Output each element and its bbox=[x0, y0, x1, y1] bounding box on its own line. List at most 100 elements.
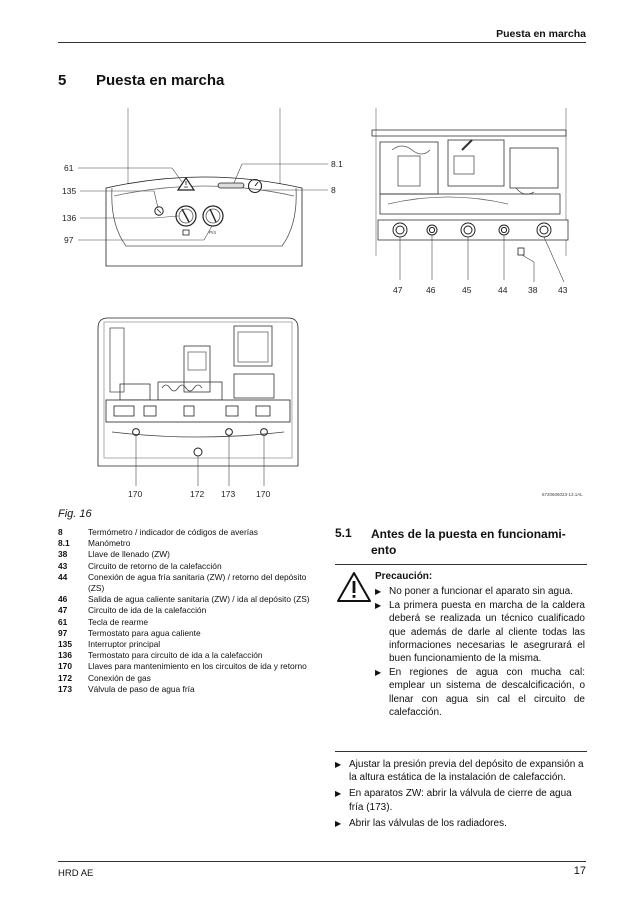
legend-item: 47 Circuito de ida de la calefacción bbox=[58, 605, 320, 616]
manometer-icon bbox=[217, 182, 245, 189]
triangle-right-icon: ▶ bbox=[335, 818, 342, 828]
legend-item: 8 Termómetro / indicador de códigos de av… bbox=[58, 527, 320, 538]
legend-num: 61 bbox=[58, 616, 68, 627]
legend-num: 136 bbox=[58, 650, 72, 661]
legend-num: 135 bbox=[58, 639, 72, 650]
connections-drawing: 47 46 45 44 38 43 bbox=[371, 108, 569, 295]
legend-num: 97 bbox=[58, 627, 68, 638]
caution-item-text: No poner a funcionar el aparato sin agua… bbox=[389, 586, 574, 597]
legend-item: 38 Llave de llenado (ZW) bbox=[58, 549, 320, 560]
figure-legend: 8 Termómetro / indicador de códigos de av… bbox=[58, 527, 320, 695]
interior-drawing: 170 172 173 170 bbox=[97, 317, 299, 499]
callout-47: 47 bbox=[393, 285, 403, 295]
callout-170-right: 170 bbox=[256, 489, 270, 499]
step-text: En aparatos ZW: abrir la válvula de cier… bbox=[349, 788, 572, 813]
thermometer-icon bbox=[247, 178, 263, 194]
subsection-number: 5.1 bbox=[335, 526, 352, 540]
legend-text: Termómetro / indicador de códigos de ave… bbox=[88, 527, 258, 537]
legend-item: 61 Tecla de rearme bbox=[58, 617, 320, 628]
boiler-illustration: P/4 61 135 136 97 8.1 8 bbox=[62, 108, 583, 499]
legend-text: Tecla de rearme bbox=[88, 616, 149, 627]
triangle-right-icon: ▶ bbox=[335, 760, 342, 769]
callout-136: 136 bbox=[62, 213, 76, 223]
legend-num: 8 bbox=[58, 527, 63, 537]
legend-num: 170 bbox=[58, 661, 72, 672]
caution-item: ▶ En regiones de agua con mucha cal: empl… bbox=[375, 666, 585, 719]
legend-text: Llaves para mantenimiento en los circuit… bbox=[88, 661, 307, 672]
legend-item: 46 Salida de agua caliente sanitaria (ZW)… bbox=[58, 594, 320, 605]
callout-43: 43 bbox=[558, 285, 568, 295]
triangle-right-icon: ▶ bbox=[375, 668, 382, 678]
legend-item: 44 Conexión de agua fría sanitaria (ZW) /… bbox=[58, 572, 320, 594]
footer-rule bbox=[58, 861, 586, 862]
callout-172: 172 bbox=[190, 489, 204, 499]
step-text: Abrir las válvulas de los radiadores. bbox=[349, 817, 507, 829]
legend-text: Válvula de paso de agua fría bbox=[88, 683, 195, 694]
callout-8-1: 8.1 bbox=[331, 159, 343, 169]
legend-num: 46 bbox=[58, 594, 68, 605]
legend-text: Termostato para circuito de ida a la cal… bbox=[88, 650, 263, 661]
step-item: ▶ En aparatos ZW: abrir la válvula de cie… bbox=[335, 787, 587, 813]
legend-item: 136 Termostato para circuito de ida a la … bbox=[58, 650, 320, 661]
page-number: 17 bbox=[573, 865, 586, 877]
legend-num: 173 bbox=[58, 683, 72, 694]
legend-item: 43 Circuito de retorno de la calefacción bbox=[58, 561, 320, 572]
caution-list: ▶ No poner a funcionar el aparato sin agu… bbox=[375, 585, 585, 720]
caution-item: ▶ No poner a funcionar el aparato sin agu… bbox=[375, 585, 585, 598]
dhw-thermostat-icon bbox=[202, 205, 224, 227]
legend-text: Interruptor principal bbox=[88, 639, 161, 650]
legend-num: 38 bbox=[58, 549, 68, 560]
legend-item: 97 Termostato para agua caliente bbox=[58, 628, 320, 639]
caution-item-text: En regiones de agua con mucha cal: emple… bbox=[389, 667, 585, 718]
legend-item: 170 Llaves para mantenimiento en los circ… bbox=[58, 661, 320, 672]
caution-box: Precaución: ▶ No poner a funcionar el apa… bbox=[335, 564, 587, 752]
header-rule bbox=[58, 42, 586, 43]
legend-item: 173 Válvula de paso de agua fría bbox=[58, 684, 320, 695]
legend-num: 43 bbox=[58, 560, 68, 571]
callout-170-left: 170 bbox=[128, 489, 142, 499]
legend-text: Conexión de agua fría sanitaria (ZW) / r… bbox=[88, 571, 307, 594]
main-switch-icon bbox=[154, 206, 164, 216]
triangle-right-icon: ▶ bbox=[335, 789, 342, 799]
figure-ref-code: 6720606023-13.1AL bbox=[542, 492, 583, 497]
steps-list: ▶ Ajustar la presión previa del depósito … bbox=[335, 758, 587, 833]
legend-text: Termostato para agua caliente bbox=[88, 627, 201, 638]
triangle-right-icon: ▶ bbox=[375, 601, 382, 611]
subsection-title: Antes de la puesta en funcionami-ento bbox=[371, 527, 566, 557]
caution-item-text: La primera puesta en marcha de la calder… bbox=[389, 600, 585, 665]
running-header: Puesta en marcha bbox=[496, 28, 586, 40]
callout-61: 61 bbox=[64, 163, 74, 173]
legend-num: 172 bbox=[58, 672, 72, 683]
legend-num: 47 bbox=[58, 605, 68, 616]
legend-text: Llave de llenado (ZW) bbox=[88, 549, 170, 560]
callout-135: 135 bbox=[62, 186, 76, 196]
triangle-right-icon: ▶ bbox=[375, 587, 382, 596]
legend-text: Manómetro bbox=[88, 538, 131, 549]
legend-text: Conexión de gas bbox=[88, 672, 151, 683]
caution-icon-cell bbox=[335, 565, 373, 751]
legend-text: Circuito de ida de la calefacción bbox=[88, 605, 207, 616]
front-panel-drawing: P/4 61 135 136 97 8.1 8 bbox=[62, 108, 343, 267]
warning-triangle-icon bbox=[337, 572, 371, 602]
section-title: Puesta en marcha bbox=[96, 72, 225, 89]
legend-item: 172 Conexión de gas bbox=[58, 673, 320, 684]
legend-text: Salida de agua caliente sanitaria (ZW) /… bbox=[88, 594, 310, 605]
callout-45: 45 bbox=[462, 285, 472, 295]
caution-title: Precaución: bbox=[375, 571, 433, 582]
front-panel-display-text: P/4 bbox=[209, 230, 216, 235]
legend-item: 135 Interruptor principal bbox=[58, 639, 320, 650]
step-item: ▶ Ajustar la presión previa del depósito … bbox=[335, 758, 587, 784]
figure-caption: Fig. 16 bbox=[58, 508, 92, 520]
footer-model: HRD AE bbox=[58, 868, 94, 879]
callout-46: 46 bbox=[426, 285, 436, 295]
callout-97: 97 bbox=[64, 235, 74, 245]
callout-38: 38 bbox=[528, 285, 538, 295]
caution-item: ▶ La primera puesta en marcha de la calde… bbox=[375, 599, 585, 665]
legend-text: Circuito de retorno de la calefacción bbox=[88, 560, 222, 571]
step-item: ▶ Abrir las válvulas de los radiadores. bbox=[335, 817, 587, 830]
step-text: Ajustar la presión previa del depósito d… bbox=[349, 759, 584, 784]
callout-173: 173 bbox=[221, 489, 235, 499]
callout-44: 44 bbox=[498, 285, 508, 295]
figure-16: P/4 61 135 136 97 8.1 8 bbox=[58, 96, 586, 500]
legend-num: 44 bbox=[58, 571, 68, 582]
